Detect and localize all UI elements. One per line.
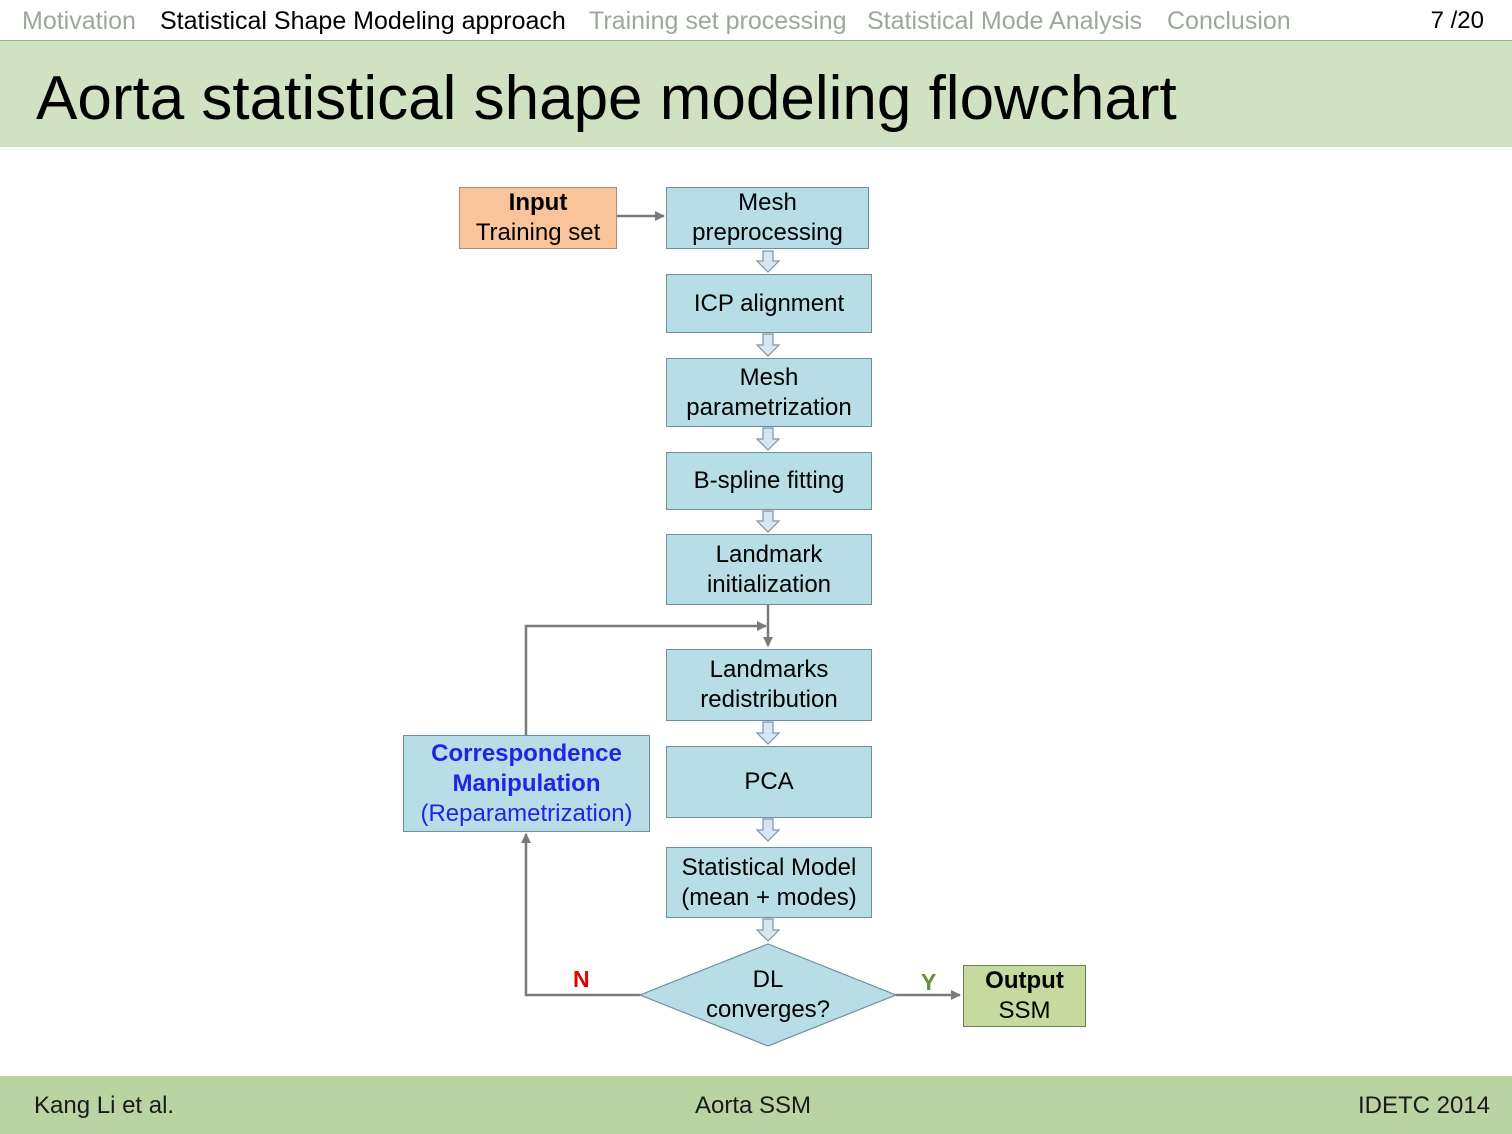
correspondence-manipulation-box: Correspondence Manipulation (Reparametri… bbox=[403, 735, 650, 832]
input-text: Training set bbox=[475, 219, 601, 246]
statistical-model-line1: Statistical Model bbox=[681, 853, 857, 881]
landmarks-redistribution-line2: redistribution bbox=[700, 686, 838, 713]
footer-bar: Kang Li et al. Aorta SSM IDETC 2014 bbox=[0, 1076, 1512, 1134]
bspline-fitting-text: B-spline fitting bbox=[693, 467, 845, 494]
pca-box: PCA bbox=[666, 746, 872, 818]
output-text: SSM bbox=[998, 997, 1051, 1024]
correspondence-line1: Correspondence bbox=[431, 739, 622, 767]
page-number: 7 /20 bbox=[1430, 7, 1484, 34]
pca-text: PCA bbox=[744, 768, 794, 795]
mesh-preprocessing-line2: preprocessing bbox=[692, 219, 843, 246]
input-label: Input bbox=[508, 189, 568, 216]
no-branch-label: N bbox=[573, 966, 590, 992]
landmarks-redistribution-box: Landmarks redistribution bbox=[666, 649, 872, 721]
landmark-initialization-line1: Landmark bbox=[715, 540, 823, 568]
mesh-parametrization-line2: parametrization bbox=[686, 393, 852, 421]
nav-item-conclusion[interactable]: Conclusion bbox=[1167, 7, 1291, 35]
block-arrow-2 bbox=[755, 333, 781, 357]
mesh-preprocessing-box: Mesh preprocessing bbox=[666, 187, 869, 249]
block-arrow-6 bbox=[755, 818, 781, 842]
footer-author: Kang Li et al. bbox=[34, 1092, 175, 1119]
decision-line2: converges? bbox=[705, 996, 831, 1023]
section-navigation: Motivation Statistical Shape Modeling ap… bbox=[0, 0, 1512, 41]
icp-alignment-box: ICP alignment bbox=[666, 274, 872, 333]
block-arrow-1 bbox=[755, 250, 781, 273]
bspline-fitting-box: B-spline fitting bbox=[666, 452, 872, 510]
nav-item-training-set[interactable]: Training set processing bbox=[589, 7, 847, 35]
mesh-preprocessing-line1: Mesh bbox=[738, 189, 797, 216]
icp-alignment-text: ICP alignment bbox=[693, 289, 845, 317]
output-label: Output bbox=[985, 967, 1064, 994]
block-arrow-5 bbox=[755, 721, 781, 745]
footer-short-title: Aorta SSM bbox=[695, 1092, 812, 1119]
footer-conference: IDETC 2014 bbox=[1357, 1092, 1490, 1119]
output-ssm-box: Output SSM bbox=[963, 965, 1086, 1027]
mesh-parametrization-box: Mesh parametrization bbox=[666, 358, 872, 427]
block-arrow-4 bbox=[755, 510, 781, 533]
block-arrow-7 bbox=[755, 918, 781, 942]
slide-title: Aorta statistical shape modeling flowcha… bbox=[36, 64, 1177, 133]
decision-text: DL converges? bbox=[640, 944, 896, 1046]
nav-item-mode-analysis[interactable]: Statistical Mode Analysis bbox=[867, 7, 1143, 35]
decision-diamond bbox=[638, 943, 898, 1047]
arrow-no-to-correspondence bbox=[521, 833, 640, 997]
landmarks-redistribution-line1: Landmarks bbox=[709, 656, 829, 683]
yes-branch-label: Y bbox=[921, 969, 937, 995]
block-arrow-3 bbox=[755, 427, 781, 451]
arrow-correspondence-loop-back bbox=[524, 621, 767, 735]
statistical-model-line2: (mean + modes) bbox=[681, 883, 857, 911]
landmark-initialization-line2: initialization bbox=[706, 570, 832, 598]
decision-line1: DL bbox=[752, 966, 784, 993]
nav-item-motivation[interactable]: Motivation bbox=[22, 7, 136, 35]
title-bar: Aorta statistical shape modeling flowcha… bbox=[0, 41, 1512, 147]
landmark-initialization-box: Landmark initialization bbox=[666, 534, 872, 605]
statistical-model-box: Statistical Model (mean + modes) bbox=[666, 847, 872, 918]
input-training-set-box: Input Training set bbox=[459, 187, 617, 249]
mesh-parametrization-line1: Mesh bbox=[739, 363, 799, 391]
correspondence-line2: Manipulation bbox=[452, 769, 601, 797]
nav-item-ssm-approach[interactable]: Statistical Shape Modeling approach bbox=[160, 7, 566, 35]
correspondence-line3: (Reparametrization) bbox=[420, 799, 633, 827]
